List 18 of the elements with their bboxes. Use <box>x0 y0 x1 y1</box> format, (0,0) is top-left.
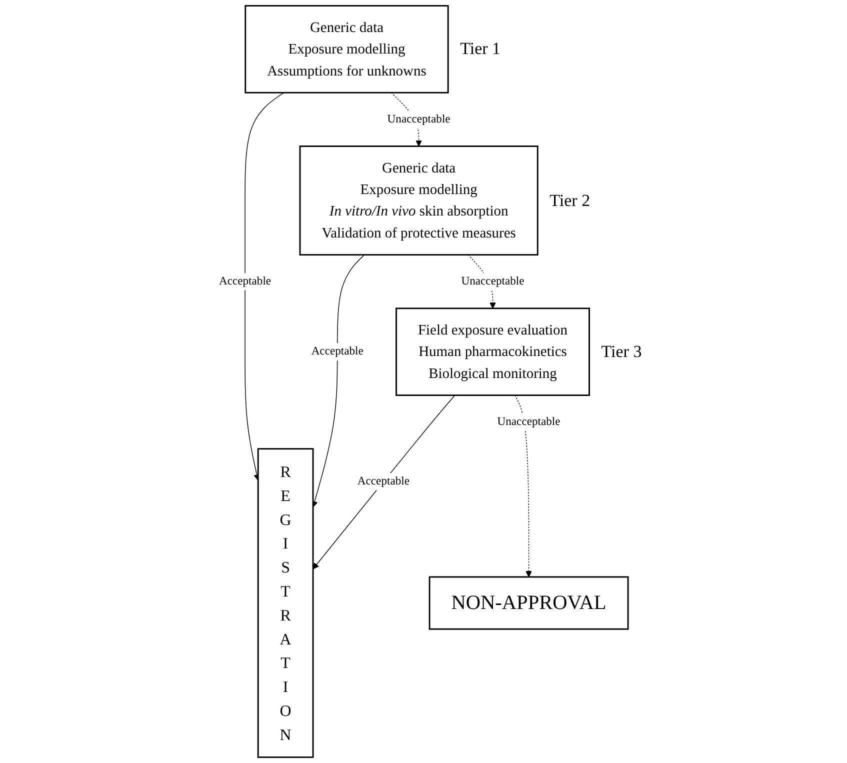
tier-label: Tier 2 <box>550 190 590 211</box>
tier-label: Tier 1 <box>460 39 501 60</box>
edge-label: Acceptable <box>218 275 272 288</box>
edge-label: Unacceptable <box>387 112 450 126</box>
node-box: Field exposure evaluation Human pharmacokinetics Biological monitoring <box>396 308 590 396</box>
node-box: Generic data Exposure modelling Assumptions for unknowns <box>244 5 449 94</box>
arrow <box>312 254 365 508</box>
edge-label: Acceptable <box>311 345 364 358</box>
edge-label: Unacceptable <box>497 416 560 428</box>
node-box: NON-APPROVAL <box>428 576 629 630</box>
arrow <box>312 394 456 570</box>
node-box: REGISTRATION <box>257 448 314 758</box>
edge-label: Unacceptable <box>461 275 524 288</box>
arrow <box>244 92 284 481</box>
tier-label: Tier 3 <box>601 342 642 362</box>
node-box: Generic data Exposure modelling In vitro/In vivo skin absorption Validation of protective measures <box>299 146 538 256</box>
edge-label: Acceptable <box>357 475 410 488</box>
arrow <box>514 394 532 578</box>
